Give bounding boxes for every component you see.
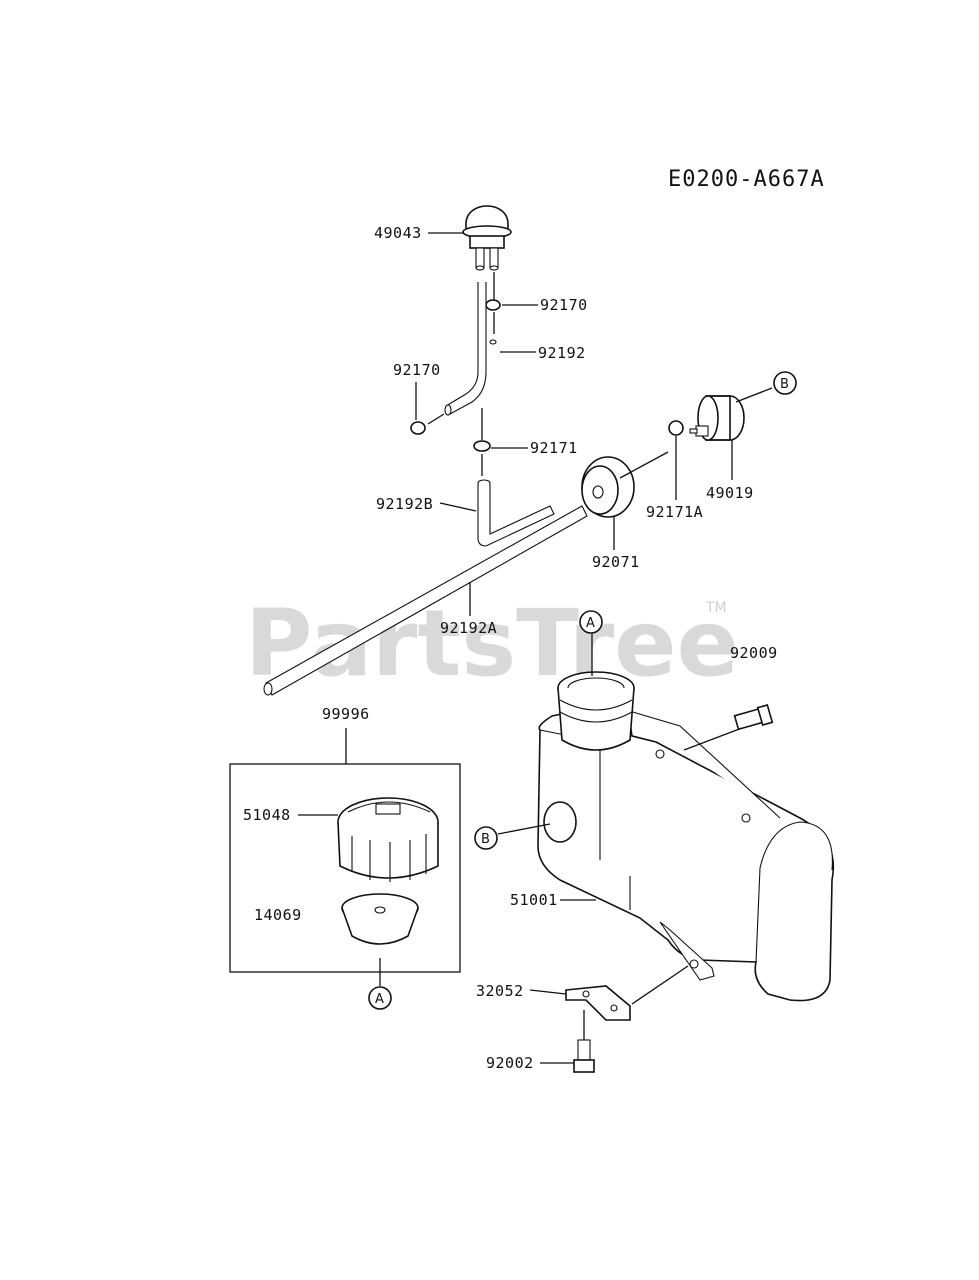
label-14069: 14069 <box>254 906 302 924</box>
bolt-92009[interactable] <box>733 703 774 731</box>
callout-a-tank <box>579 610 603 634</box>
callout-a-tank-text: A <box>586 616 595 631</box>
clamp-92171A[interactable] <box>668 420 684 436</box>
label-49043: 49043 <box>374 224 422 242</box>
callout-b-tank-text: B <box>481 832 490 847</box>
label-99996: 99996 <box>322 705 370 723</box>
label-49019: 49019 <box>706 484 754 502</box>
label-92009: 92009 <box>730 644 778 662</box>
fuel-cap-51048[interactable] <box>337 797 439 882</box>
label-92171: 92171 <box>530 439 578 457</box>
grommet-92071[interactable] <box>581 456 635 518</box>
bracket-32052[interactable] <box>565 985 631 1021</box>
primer-bulb-49043[interactable] <box>462 205 512 271</box>
bolt-92002[interactable] <box>573 1039 595 1073</box>
gasket-14069[interactable] <box>341 893 419 945</box>
label-92192A: 92192A <box>440 619 497 637</box>
clamp-92170-left[interactable] <box>410 421 426 435</box>
label-51048: 51048 <box>243 806 291 824</box>
label-92170-top: 92170 <box>540 296 588 314</box>
cap-assembly-box-99996 <box>229 763 461 973</box>
label-92071: 92071 <box>592 553 640 571</box>
hose-92192A[interactable] <box>263 505 588 696</box>
label-51001: 51001 <box>510 891 558 909</box>
callout-a-cap-text: A <box>375 992 384 1007</box>
label-92192B: 92192B <box>376 495 433 513</box>
callout-b-filter <box>773 371 797 395</box>
clamp-92170-top[interactable] <box>485 299 501 311</box>
label-92192: 92192 <box>538 344 586 362</box>
label-92171A: 92171A <box>646 503 703 521</box>
fuel-filter-49019[interactable] <box>689 395 745 441</box>
callout-a-cap <box>368 986 392 1010</box>
callout-b-tank <box>474 826 498 850</box>
label-92002: 92002 <box>486 1054 534 1072</box>
watermark-trademark: TM <box>705 600 727 616</box>
callout-b-filter-text: B <box>780 377 789 392</box>
hose-92192B[interactable] <box>477 479 555 547</box>
hose-92192[interactable] <box>444 282 497 416</box>
label-32052: 32052 <box>476 982 524 1000</box>
watermark-text: PartsTree <box>245 590 739 697</box>
fuel-tank-51001[interactable] <box>537 671 834 1002</box>
label-92170-left: 92170 <box>393 361 441 379</box>
diagram-code: E0200-A667A <box>668 167 825 192</box>
clamp-92171[interactable] <box>473 440 491 452</box>
